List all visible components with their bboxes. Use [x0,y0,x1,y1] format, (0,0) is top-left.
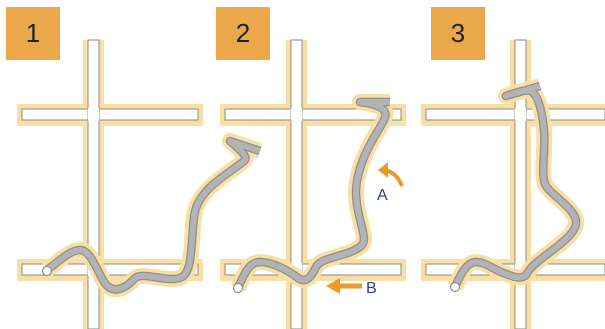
callout-b-label: B [366,280,377,297]
step-panel-1: 1 [0,0,200,329]
callout-a: A [377,162,404,204]
grid-bar-vertical [290,39,303,329]
panel-3-grid [421,39,605,329]
wire-end-icon [232,282,244,294]
grid-bar-top [224,108,402,121]
grid-bar-bottom [21,263,199,276]
panel-3-wire [447,78,584,293]
panel-2-grid [220,39,406,329]
left-arrow-icon [326,278,362,294]
step-panel-2: 2 [202,0,402,329]
grid-bar-top [21,108,199,121]
grid-bar-vertical [514,39,527,329]
wire-end-icon [449,281,461,293]
step-badge-1: 1 [6,7,60,60]
callout-a-label: A [377,187,388,204]
panel-1-wire [41,133,263,298]
grid-bar-vertical [87,39,100,329]
panel-2-wire [230,94,394,294]
step-panel-3: 3 [404,0,604,329]
step-badge-2: 2 [216,7,270,60]
step-badge-3: 3 [431,7,485,60]
callout-b: B [326,278,377,297]
curved-arrow-icon [378,162,404,187]
wire-end-icon [41,265,53,277]
